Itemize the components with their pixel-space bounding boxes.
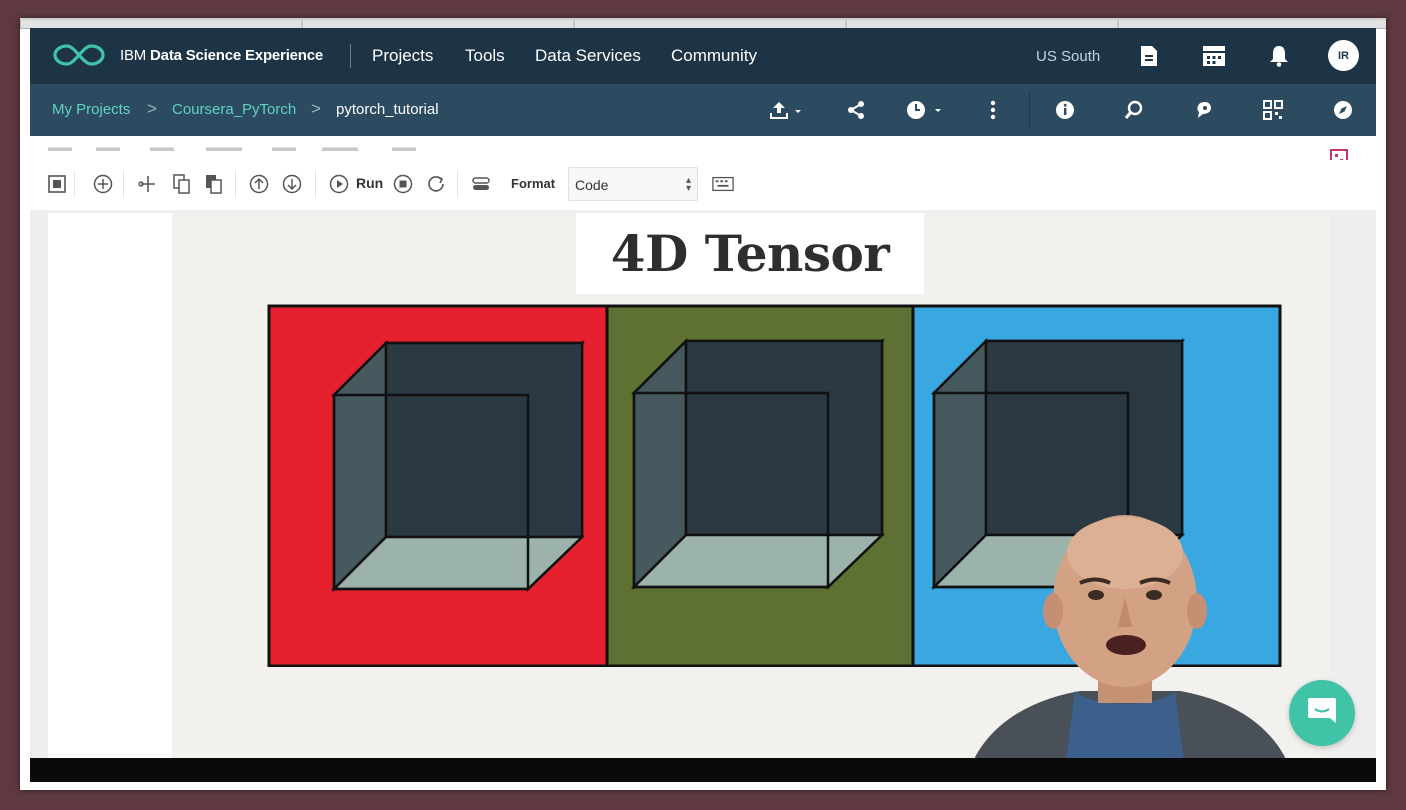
cut-icon[interactable] [137,173,159,195]
breadcrumb-separator: > [147,99,157,118]
breadcrumb-project[interactable]: Coursera_PyTorch [172,101,297,118]
paste-icon[interactable] [203,173,225,195]
nav-data-services[interactable]: Data Services [535,46,641,65]
toolbar-separator [235,170,236,198]
breadcrumb-my-projects[interactable]: My Projects [52,101,131,118]
slide-title: 4D Tensor [610,224,890,283]
document-icon[interactable] [1137,44,1161,68]
tensor-illustration [267,304,1282,667]
copy-icon[interactable] [171,173,193,195]
slide-title-card: 4D Tensor [576,213,924,294]
nav-projects[interactable]: Projects [372,46,434,65]
add-cell-icon[interactable] [92,173,114,195]
menu-item[interactable]: ▬▬▬ [206,140,242,154]
avatar[interactable]: IR [1328,40,1359,71]
upload-icon[interactable] [769,98,803,122]
notebook-menu-bar: ▬▬ ▬▬ ▬▬ ▬▬▬ ▬▬ ▬▬▬ ▬▬ [30,136,1376,167]
more-vertical-icon[interactable] [990,98,996,122]
brand-name[interactable]: IBM Data Science Experience [120,47,323,64]
clock-icon[interactable] [906,98,944,122]
cell-type-select[interactable]: Code ▴▾ [568,167,698,201]
select-arrows-icon: ▴▾ [685,175,691,194]
toolbar-separator [74,170,75,198]
toggle-icon[interactable] [470,173,492,195]
palette-icon[interactable] [1193,98,1213,122]
chat-button[interactable] [1289,680,1355,746]
brand-title: Data Science Experience [150,47,324,64]
brand-prefix: IBM [120,47,147,64]
project-bar: My Projects > Coursera_PyTorch > pytorch… [30,84,1376,136]
toolbar-separator [315,170,316,198]
notebook-toolbar: Run Format Code ▴▾ [30,160,1376,208]
browser-window: IBM Data Science Experience Projects Too… [20,18,1386,790]
menu-item[interactable]: ▬▬ [150,140,174,154]
bell-icon[interactable] [1267,44,1291,68]
browser-tab[interactable] [20,20,301,28]
region-selector[interactable]: US South [1036,48,1101,65]
run-icon[interactable] [328,173,350,195]
menu-item[interactable]: ▬▬ [272,140,296,154]
menu-item[interactable]: ▬▬ [96,140,120,154]
video-bottom-strip [30,758,1376,782]
info-icon[interactable] [1055,98,1075,122]
breadcrumb-notebook: pytorch_tutorial [336,101,439,118]
toolbar-separator [457,170,458,198]
stop-icon[interactable] [392,173,414,195]
chat-icon [1306,696,1338,731]
nav-community[interactable]: Community [671,46,757,65]
compass-icon[interactable] [1333,98,1353,122]
toolbar-separator [123,170,124,198]
nav-tools[interactable]: Tools [465,46,505,65]
breadcrumb-separator: > [311,99,321,118]
save-icon[interactable] [46,173,68,195]
menu-item[interactable]: ▬▬ [392,140,416,154]
share-icon[interactable] [846,98,866,122]
format-label: Format [511,176,556,191]
browser-tab[interactable] [302,20,573,28]
qr-code-icon[interactable] [1263,98,1283,122]
keyboard-icon[interactable] [712,173,734,195]
app-window: IBM Data Science Experience Projects Too… [30,28,1376,768]
move-down-icon[interactable] [281,173,303,195]
toolbar-divider [1029,92,1030,128]
browser-tab[interactable] [574,20,845,28]
browser-tab[interactable] [1118,20,1386,28]
brand-divider [350,44,351,68]
top-navigation-bar: IBM Data Science Experience Projects Too… [30,28,1376,84]
search-refresh-icon[interactable] [1124,98,1144,122]
move-up-icon[interactable] [248,173,270,195]
infinity-logo-icon[interactable] [52,42,106,73]
cell-type-value: Code [575,177,609,193]
restart-icon[interactable] [425,173,447,195]
menu-item[interactable]: ▬▬ [48,140,72,154]
browser-tab[interactable] [846,20,1117,28]
calendar-grid-icon[interactable] [1202,44,1226,68]
run-button[interactable]: Run [356,175,384,191]
presenter-video [970,515,1290,768]
menu-item[interactable]: ▬▬▬ [322,140,358,154]
